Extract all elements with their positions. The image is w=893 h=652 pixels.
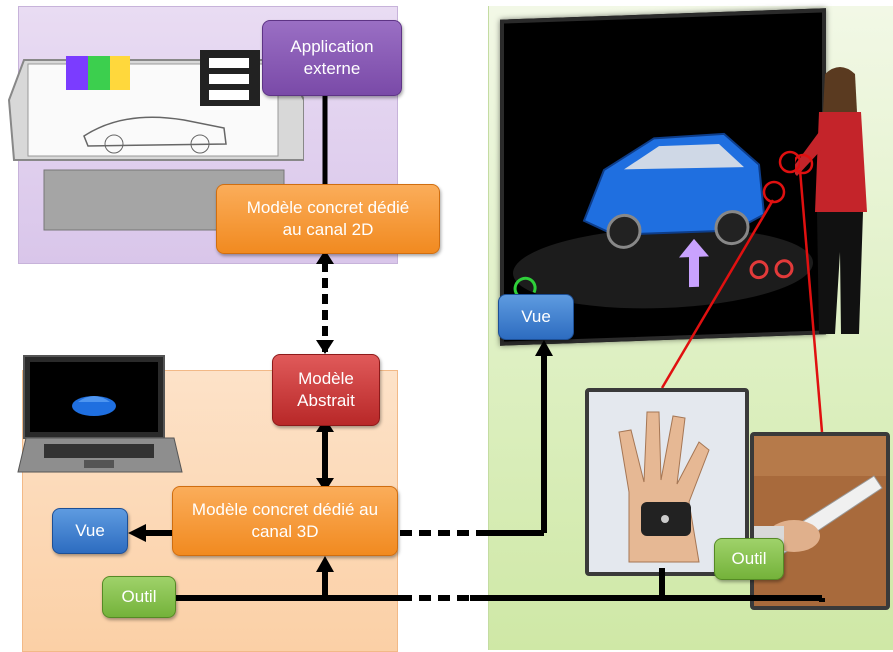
wall-display <box>500 8 826 346</box>
modele-concret-2d-box: Modèle concret dédié au canal 2D <box>216 184 440 254</box>
outil-right-label: Outil <box>731 549 767 568</box>
modele-concret-2d-label: Modèle concret dédié au canal 2D <box>246 198 410 239</box>
modele-concret-3d-box: Modèle concret dédié au canal 3D <box>172 486 398 556</box>
modele-abstrait-box: Modèle Abstrait <box>272 354 380 426</box>
application-externe-label: Application externe <box>290 37 374 78</box>
vue-right-box: Vue <box>498 294 574 340</box>
application-externe-box: Application externe <box>262 20 402 96</box>
modele-concret-3d-label: Modèle concret dédié au canal 3D <box>191 500 379 541</box>
vue-left-label: Vue <box>75 521 105 540</box>
user-figure <box>795 67 867 334</box>
laptop-illustration <box>17 355 183 473</box>
modele-abstrait-label: Modèle Abstrait <box>297 369 355 410</box>
outil-left-label: Outil <box>121 587 157 606</box>
wand-device-photo <box>750 432 890 610</box>
vue-right-label: Vue <box>521 307 551 326</box>
car-3d-view <box>513 132 813 309</box>
outil-left-box: Outil <box>102 576 176 618</box>
outil-right-box: Outil <box>714 538 784 580</box>
vue-left-box: Vue <box>52 508 128 554</box>
hand-marker <box>762 150 800 204</box>
